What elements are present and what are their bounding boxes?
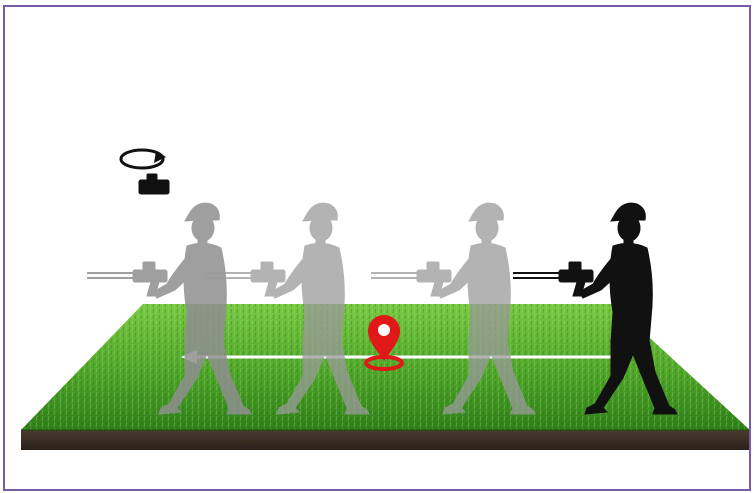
walking-survey-illustration bbox=[5, 7, 751, 491]
walker-1-detector bbox=[139, 174, 169, 194]
rotate-arrow-icon bbox=[121, 150, 166, 168]
diagram-frame bbox=[3, 5, 751, 491]
